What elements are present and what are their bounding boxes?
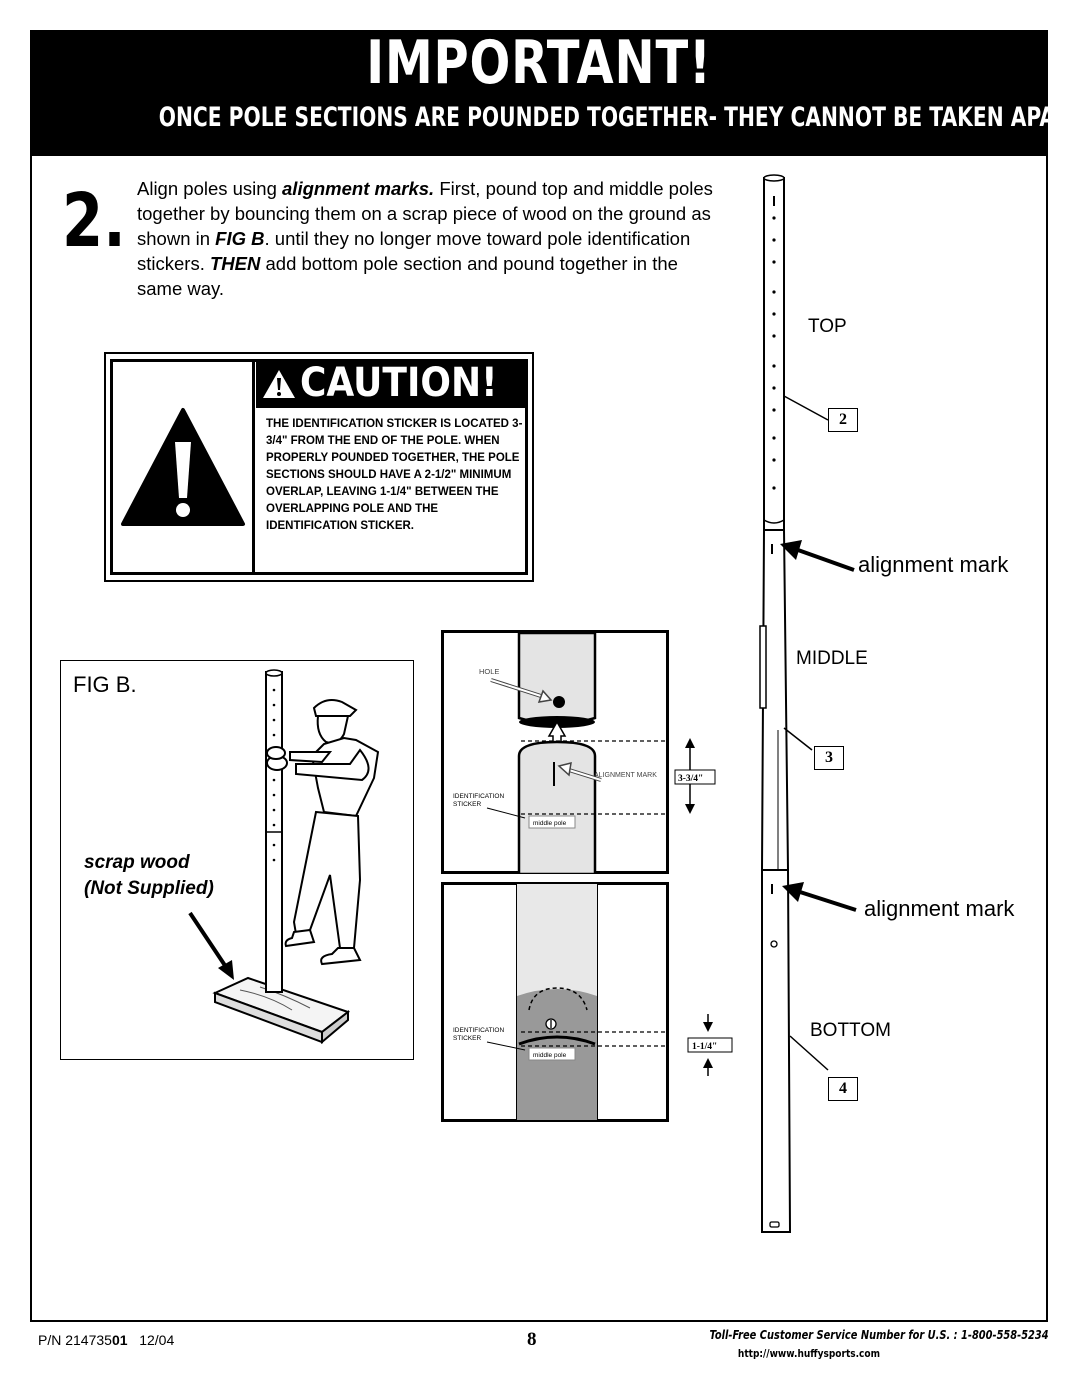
upper-pole-region — [517, 884, 597, 996]
middle-pole-label: MIDDLE — [796, 648, 868, 669]
fig-b-label: FIG B. — [73, 672, 137, 697]
step-number: 2. — [62, 178, 126, 264]
caution-text: THE IDENTIFICATION STICKER IS LOCATED 3-… — [266, 418, 523, 532]
part-number: P/N 21473501 12/04 — [38, 1332, 175, 1348]
top-number-leader — [783, 395, 829, 421]
bottom-number-leader — [789, 1035, 829, 1071]
dimension-1-1-4-label: 1-1/4" — [692, 1042, 717, 1052]
id-sticker-label-1b: IDENTIFICATION — [453, 1027, 504, 1034]
middle-pole-label: middle pole — [533, 820, 567, 827]
caution-title: CAUTION! — [300, 360, 498, 406]
alignment-arrow-2 — [782, 882, 857, 912]
dimension-3-3-4-label: 3-3/4" — [678, 774, 703, 784]
caution-box-inner — [110, 359, 528, 575]
bottom-pole-number: 4 — [828, 1077, 858, 1101]
top-pole-number: 2 — [828, 408, 858, 432]
id-sticker-leader-b — [486, 1041, 526, 1051]
page-number: 8 — [527, 1329, 537, 1350]
pole-overlap-edge — [518, 1035, 596, 1046]
id-sticker — [528, 815, 576, 829]
id-sticker-label-2b: STICKER — [453, 1035, 481, 1042]
top-pole-shape — [517, 631, 597, 726]
hole-dot — [553, 696, 565, 708]
step-instructions: Align poles using alignment marks. First… — [137, 178, 713, 299]
website-link[interactable]: http://www.huffysports.com — [737, 1347, 880, 1360]
detail-before-overlap-diagram: HOLE ALIGNMENT MARK IDENTIFICATION STICK… — [453, 631, 669, 874]
customer-service-phone: Toll-Free Customer Service Number for U.… — [709, 1328, 1049, 1342]
id-sticker-leader — [486, 807, 526, 819]
id-sticker-label-1: IDENTIFICATION — [453, 793, 504, 800]
top-pole-label: TOP — [808, 316, 847, 337]
scrap-wood-label: scrap wood(Not Supplied) — [84, 852, 214, 899]
page-frame — [30, 30, 1048, 1322]
fig-b-hands — [266, 746, 288, 771]
page-title: IMPORTANT! — [366, 28, 712, 98]
warning-triangle-icon — [121, 408, 245, 526]
middle-number-leader — [783, 727, 813, 751]
hole-arrow — [490, 678, 553, 703]
hole-label: HOLE — [479, 667, 499, 676]
caution-header — [256, 362, 526, 408]
caution-small-triangle-icon — [263, 370, 295, 398]
caution-box — [104, 352, 534, 582]
middle-pole-number: 3 — [814, 746, 844, 770]
middle-pole — [759, 529, 790, 871]
caution-divider — [252, 362, 255, 572]
alignment-arrow — [557, 761, 602, 782]
bottom-pole-label: BOTTOM — [810, 1020, 891, 1041]
fig-b-illustration — [188, 669, 380, 1045]
pole-assembly-diagram — [759, 174, 857, 1233]
scrap-wood-arrow — [188, 911, 234, 980]
alignment-mark-label-2: alignment mark — [864, 896, 1015, 921]
top-pole — [763, 174, 785, 531]
header-banner — [32, 32, 1046, 156]
alignment-mark-label: ALIGNMENT MARK — [594, 772, 657, 779]
warning-subtitle: ONCE POLE SECTIONS ARE POUNDED TOGETHER-… — [158, 102, 1080, 133]
id-sticker-label-2: STICKER — [453, 801, 481, 808]
dimension-1-1-4: 1-1/4" — [687, 1014, 733, 1076]
scrap-wood-board — [212, 976, 351, 1045]
dimension-3-3-4: 3-3/4" — [674, 738, 716, 814]
alignment-mark-label-1: alignment mark — [858, 552, 1009, 577]
fig-b-box — [60, 660, 414, 1060]
person-figure — [284, 699, 380, 966]
fig-b-pole — [265, 669, 283, 993]
bottom-pole — [761, 869, 792, 1233]
alignment-arrow-1 — [780, 540, 855, 572]
detail-after-overlap-diagram: IDENTIFICATION STICKER middle pole — [453, 883, 669, 1121]
middle-pole-shape — [517, 740, 597, 874]
id-sticker-b — [528, 1047, 576, 1061]
middle-pole-label-b: middle pole — [533, 1052, 567, 1059]
